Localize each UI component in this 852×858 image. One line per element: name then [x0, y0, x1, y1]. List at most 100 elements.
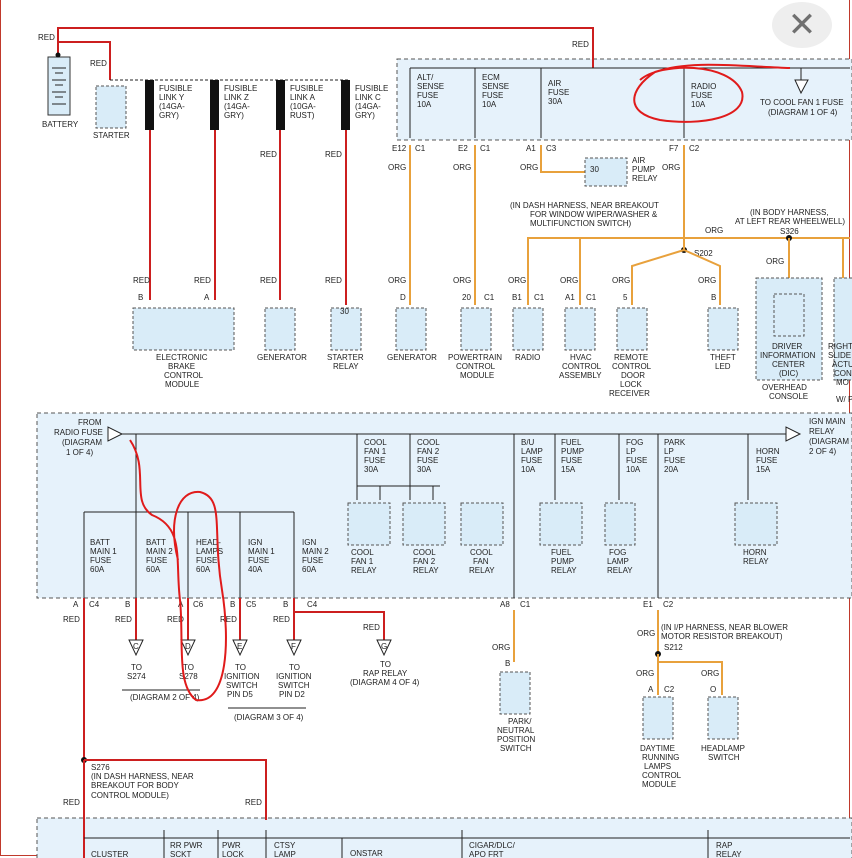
diagram-label: REMOTE	[614, 353, 648, 362]
diagram-label: THEFT	[710, 353, 736, 362]
diagram-label: MO	[836, 378, 849, 387]
diagram-label: LOCK	[222, 850, 244, 858]
starter-red-wire	[58, 41, 111, 80]
diagram-label: LAMPS	[196, 547, 223, 556]
diagram-label: IGNITION	[276, 672, 312, 681]
diagram-label: HEAD-	[196, 538, 221, 547]
diagram-label: RADIO FUSE	[54, 428, 103, 437]
diagram-label: RED	[133, 276, 150, 285]
park-neutral-box	[499, 671, 531, 715]
diagram-label: ORG	[453, 163, 471, 172]
diagram-label: GRY)	[224, 111, 244, 120]
diagram-label: FUSE	[626, 456, 647, 465]
diagram-label: CONTROL	[642, 771, 682, 780]
diagram-label: ORG	[636, 669, 654, 678]
diagram-label: B	[505, 659, 510, 668]
diagram-label: CONTROL	[456, 362, 496, 371]
diagram-label: POWERTRAIN	[448, 353, 502, 362]
diagram-label: TO	[289, 663, 300, 672]
diagram-label: HVAC	[570, 353, 592, 362]
diagram-label: D	[400, 293, 406, 302]
cool-fan-1-relay-box	[347, 502, 391, 546]
diagram-label: FOG	[626, 438, 643, 447]
diagram-label: COOL	[470, 548, 493, 557]
diagram-label: 60A	[302, 565, 317, 574]
diagram-label: RECEIVER	[609, 389, 650, 398]
diagram-label: HORN	[756, 447, 780, 456]
headlamp-switch-box	[707, 696, 739, 740]
diagram-label: (14GA-	[355, 102, 381, 111]
diagram-label: CLUSTER	[91, 850, 129, 858]
diagram-label: GENERATOR	[257, 353, 307, 362]
diagram-label: RAP	[716, 841, 732, 850]
diagram-label: B	[125, 600, 130, 609]
diagram-label: PIN D2	[279, 690, 305, 699]
diagram-label: B	[283, 600, 288, 609]
diagram-label: BREAKOUT FOR BODY	[91, 781, 180, 790]
diagram-label: PIN D5	[227, 690, 253, 699]
diagram-label: FUSE	[196, 556, 217, 565]
diagram-label: CONTROL	[164, 371, 204, 380]
diagram-label: (DIC)	[779, 369, 798, 378]
diagram-label: GRY)	[355, 111, 375, 120]
diagram-label: OVERHEAD	[762, 383, 807, 392]
diagram-label: FOG	[609, 548, 626, 557]
diagram-label: 2 OF 4)	[809, 447, 836, 456]
diagram-label: FUSIBLE	[159, 84, 192, 93]
diagram-label: RED	[194, 276, 211, 285]
diagram-label: RELAY	[351, 566, 377, 575]
diagram-label: FOR WINDOW WIPER/WASHER &	[530, 210, 658, 219]
diagram-label: IGN MAIN	[809, 417, 846, 426]
battery-symbol	[47, 56, 71, 116]
diagram-label: ORG	[612, 276, 630, 285]
diagram-label: C2	[663, 600, 674, 609]
diagram-label: RED	[363, 623, 380, 632]
diagram-label: MAIN 1	[248, 547, 275, 556]
diagram-label: 10A	[691, 100, 706, 109]
diagram-label: CON	[834, 369, 852, 378]
diagram-label: F	[291, 642, 296, 651]
diagram-label: (10GA-	[290, 102, 316, 111]
diagram-label: FUSE	[417, 456, 438, 465]
diagram-label: SWITCH	[708, 753, 740, 762]
diagram-label: C1	[415, 144, 426, 153]
diagram-label: MULTIFUNCTION SWITCH)	[530, 219, 632, 228]
diagram-label: SWITCH	[500, 744, 532, 753]
diagram-label: MODULE	[165, 380, 199, 389]
diagram-label: RUST)	[290, 111, 315, 120]
diagram-label: B	[230, 600, 235, 609]
diagram-label: FAN 2	[413, 557, 436, 566]
diagram-label: (DIAGRAM	[62, 438, 102, 447]
ign-main-arrow	[785, 426, 802, 442]
diagram-label: (IN I/P HARNESS, NEAR BLOWER	[661, 623, 788, 632]
diagram-label: LED	[715, 362, 731, 371]
diagram-label: LAMP	[607, 557, 629, 566]
diagram-label: CONSOLE	[769, 392, 808, 401]
diagram-label: RELAY	[632, 174, 658, 183]
diagram-label: (DIAGRAM 4 OF 4)	[350, 678, 420, 687]
diagram-label: FUSE	[364, 456, 385, 465]
diagram-label: MAIN 2	[302, 547, 329, 556]
close-button[interactable]: ✕	[772, 2, 832, 48]
diagram-label: C1	[586, 293, 597, 302]
diagram-label: FROM	[78, 418, 102, 427]
diagram-label: DOOR	[621, 371, 645, 380]
diagram-label: TO	[380, 660, 391, 669]
diagram-label: A	[73, 600, 79, 609]
diagram-label: B	[138, 293, 143, 302]
diagram-label: W/ P	[836, 395, 852, 404]
air-pump-relay-box	[584, 157, 628, 187]
diagram-label: (14GA-	[159, 102, 185, 111]
diagram-label: DRIVER	[772, 342, 802, 351]
diagram-label: A8	[500, 600, 510, 609]
diagram-label: RED	[245, 798, 262, 807]
diagram-label: (IN DASH HARNESS, NEAR BREAKOUT	[510, 201, 659, 210]
diagram-label: FUSE	[664, 456, 685, 465]
diagram-label: 10A	[521, 465, 536, 474]
